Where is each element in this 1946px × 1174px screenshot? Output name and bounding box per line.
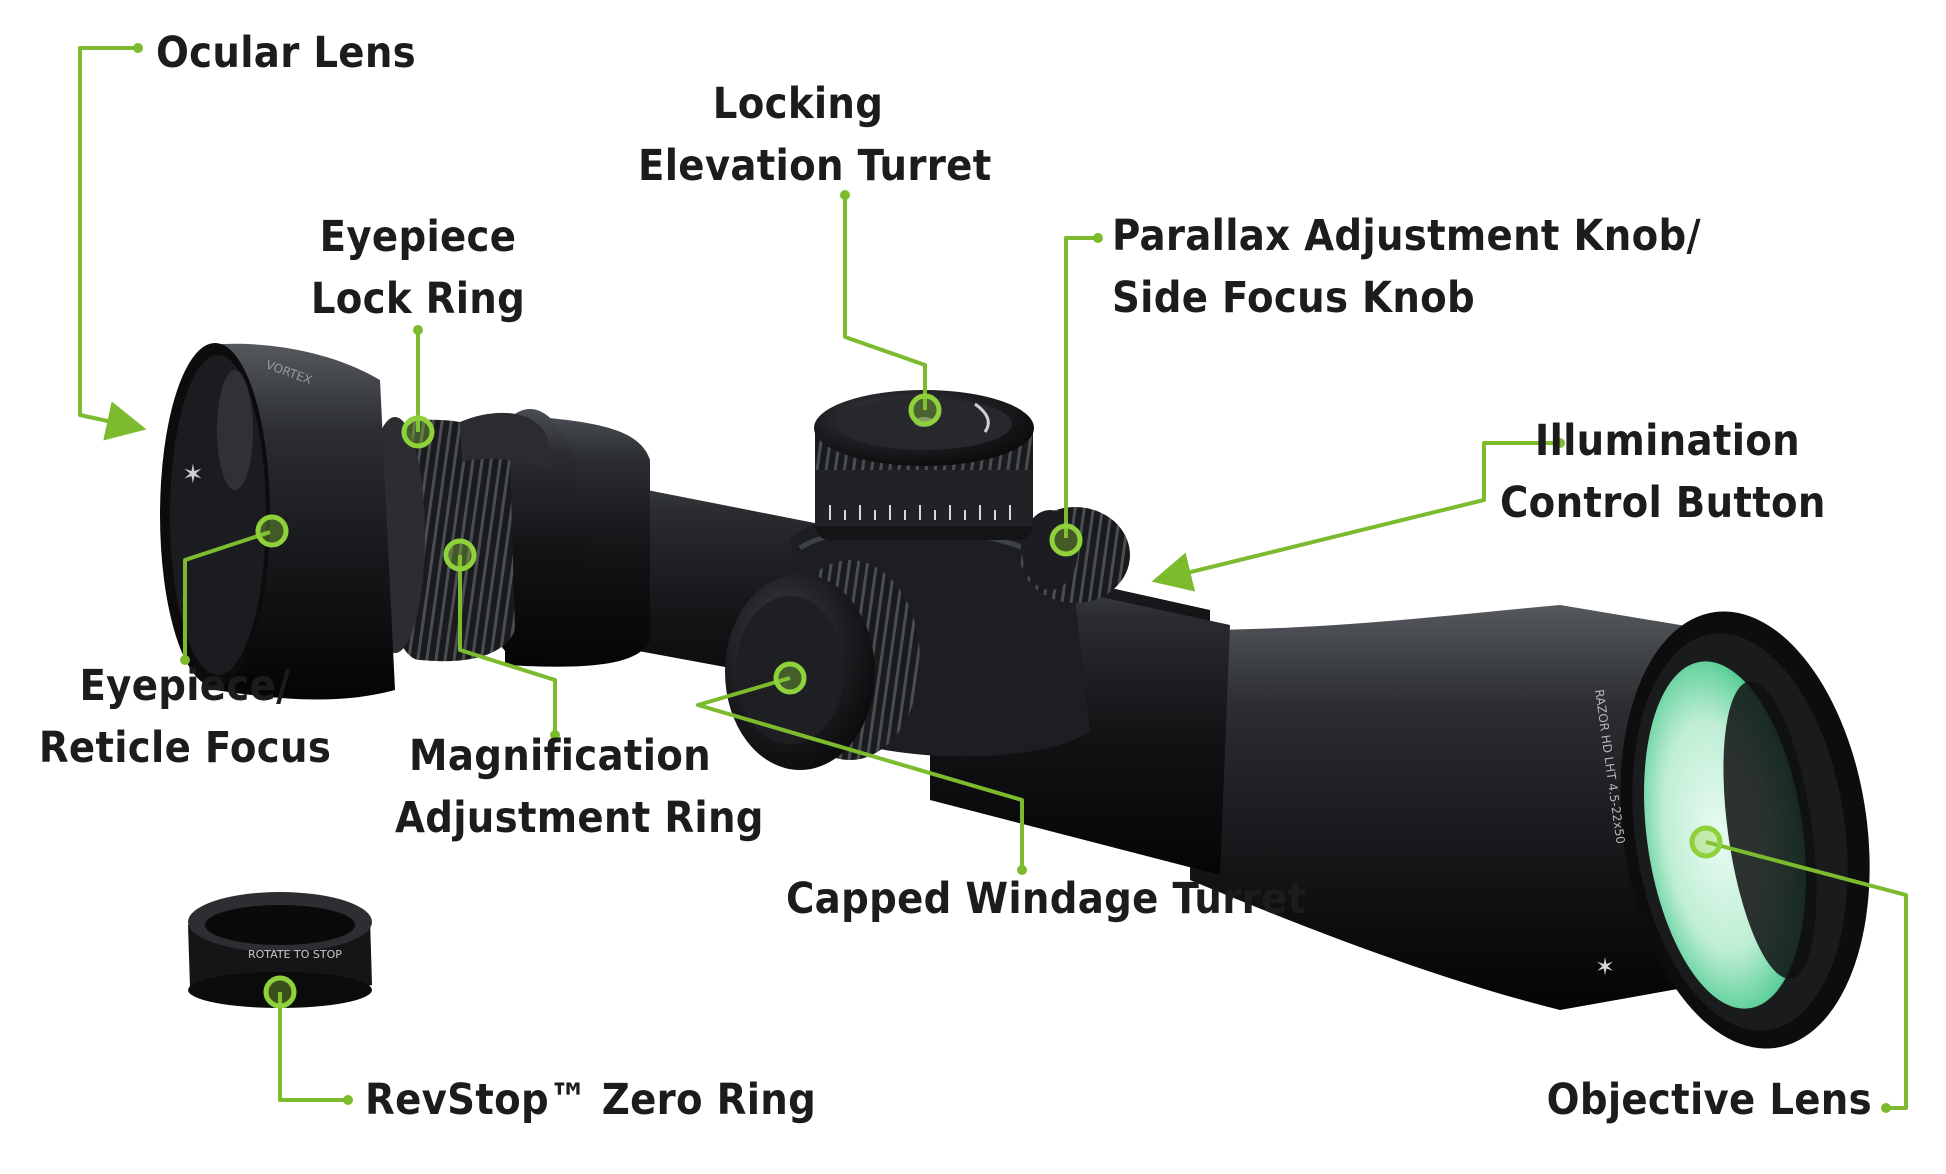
label-capped-windage-turret: Capped Windage Turret <box>786 868 1306 930</box>
label-reticle-line-1: Eyepiece/ <box>30 655 340 717</box>
label-parallax-line-1: Parallax Adjustment Knob/ <box>1112 205 1701 267</box>
target-objective-lens <box>1692 828 1720 856</box>
label-locking-elevation-turret: Locking Elevation Turret <box>638 73 958 197</box>
leader-elevation-turret <box>845 195 925 410</box>
label-magnification-line-1: Magnification <box>395 725 725 787</box>
eyepiece-assembly: VORTEX ✶ <box>160 343 650 699</box>
target-eyepiece-lock-ring <box>404 418 432 446</box>
label-revstop-zero-ring: RevStop™ Zero Ring <box>365 1069 816 1131</box>
leader-revstop <box>280 992 348 1100</box>
label-windage-line-1: Capped Windage Turret <box>786 868 1306 930</box>
marker-revstop <box>343 1095 353 1105</box>
parallax-knob <box>1020 507 1130 603</box>
target-revstop <box>266 978 294 1006</box>
label-illumination-line-2: Control Button <box>1500 472 1800 534</box>
label-ocular-lens: Ocular Lens <box>156 22 416 84</box>
label-objective-line-1: Objective Lens <box>1500 1069 1872 1131</box>
target-elevation-turret <box>911 396 939 424</box>
marker-objective-lens <box>1881 1103 1891 1113</box>
label-elevation-line-2: Elevation Turret <box>638 135 958 197</box>
label-magnification-line-2: Adjustment Ring <box>395 787 725 849</box>
label-revstop-line-1: RevStop™ Zero Ring <box>365 1069 816 1131</box>
label-parallax-line-2: Side Focus Knob <box>1112 267 1701 329</box>
svg-text:✶: ✶ <box>1595 953 1615 981</box>
label-eyepiece-lock-ring: Eyepiece Lock Ring <box>300 206 536 330</box>
svg-text:✶: ✶ <box>182 460 204 490</box>
label-illumination-control-button: Illumination Control Button <box>1500 410 1800 534</box>
marker-parallax-knob <box>1093 233 1103 243</box>
leader-ocular-lens <box>80 48 140 428</box>
label-illumination-line-1: Illumination <box>1500 410 1800 472</box>
target-windage-turret <box>776 664 804 692</box>
label-lock-ring-line-1: Eyepiece <box>300 206 536 268</box>
target-magnification-ring <box>446 541 474 569</box>
marker-ocular-lens <box>133 43 143 53</box>
leader-parallax-knob <box>1066 238 1098 538</box>
label-eyepiece-reticle-focus: Eyepiece/ Reticle Focus <box>30 655 340 779</box>
label-elevation-line-1: Locking <box>638 73 958 135</box>
label-objective-lens: Objective Lens <box>1500 1069 1872 1131</box>
target-eyepiece-focus <box>258 517 286 545</box>
label-reticle-line-2: Reticle Focus <box>30 717 340 779</box>
zero-ring-marking: ROTATE TO STOP <box>248 948 342 961</box>
label-parallax-adjustment-knob: Parallax Adjustment Knob/ Side Focus Kno… <box>1112 205 1701 329</box>
label-lock-ring-line-2: Lock Ring <box>300 268 536 330</box>
label-magnification-adjustment-ring: Magnification Adjustment Ring <box>395 725 725 849</box>
label-ocular-lens-line-1: Ocular Lens <box>156 22 416 84</box>
target-parallax-knob <box>1052 526 1080 554</box>
